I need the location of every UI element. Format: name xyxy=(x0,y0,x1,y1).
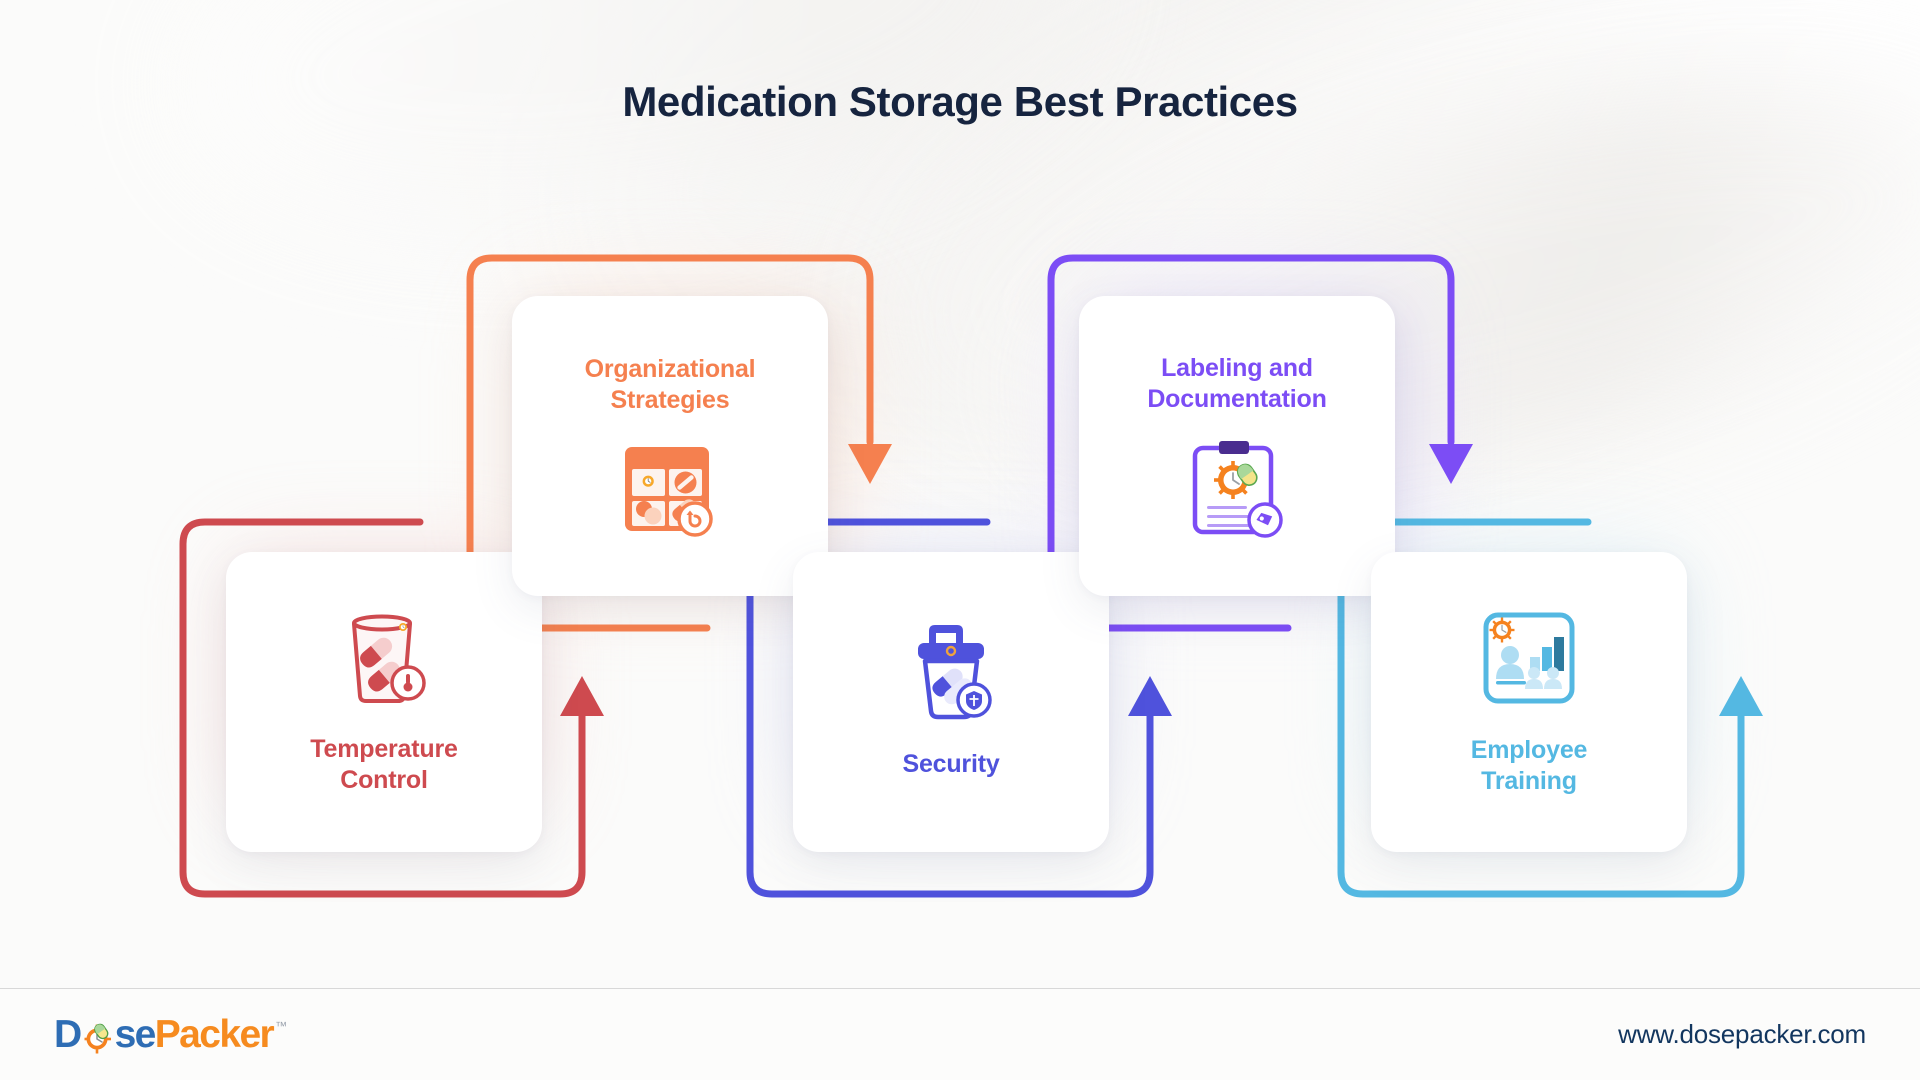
label-line-2: Training xyxy=(1481,767,1577,795)
card-label-security: Security xyxy=(902,749,999,781)
label-line-2: Documentation xyxy=(1147,385,1327,413)
label-line-1: Temperature xyxy=(310,734,458,763)
logo-word-packer: Packer xyxy=(154,1013,275,1056)
dosepacker-logo[interactable]: D sePacker ™ xyxy=(54,1015,287,1054)
card-label-temperature-control: Temperature Control xyxy=(310,734,458,797)
card-temperature-control[interactable]: Temperature Control xyxy=(226,552,542,852)
pill-organizer-grid-icon xyxy=(617,439,723,539)
page-title: Medication Storage Best Practices xyxy=(622,78,1298,125)
page-footer: D sePacker ™ xyxy=(0,988,1920,1080)
card-label-employee-training: Employee Training xyxy=(1471,735,1588,798)
card-label-labeling-and-documentation: Labeling and Documentation xyxy=(1147,353,1327,416)
card-employee-training[interactable]: Employee Training xyxy=(1371,552,1687,852)
card-security[interactable]: Security xyxy=(793,552,1109,852)
label-line-1: Employee xyxy=(1470,735,1588,764)
trademark-symbol: ™ xyxy=(275,1019,288,1033)
card-label-organizational-strategies: Organizational Strategies xyxy=(585,354,756,417)
label-line-2: Strategies xyxy=(610,386,730,414)
label-line-1: Labeling and xyxy=(1161,353,1313,382)
card-organizational-strategies[interactable]: Organizational Strategies xyxy=(512,296,828,596)
medicine-container-thermometer-icon xyxy=(336,608,432,708)
card-labeling-and-documentation[interactable]: Labeling and Documentation xyxy=(1079,296,1395,596)
label-line-1: Organizational xyxy=(584,354,756,383)
logo-letters-se: se xyxy=(114,1013,157,1056)
clipboard-tag-icon xyxy=(1185,438,1289,540)
label-line-1: Security xyxy=(902,750,1000,779)
website-url[interactable]: www.dosepacker.com xyxy=(1618,1019,1866,1049)
logo-letter-d: D xyxy=(54,1013,82,1056)
training-presentation-people-icon xyxy=(1478,607,1580,709)
locked-medicine-bin-shield-icon xyxy=(901,623,1001,723)
label-line-2: Control xyxy=(340,766,428,794)
logo-pill-gear-icon xyxy=(81,1018,115,1054)
